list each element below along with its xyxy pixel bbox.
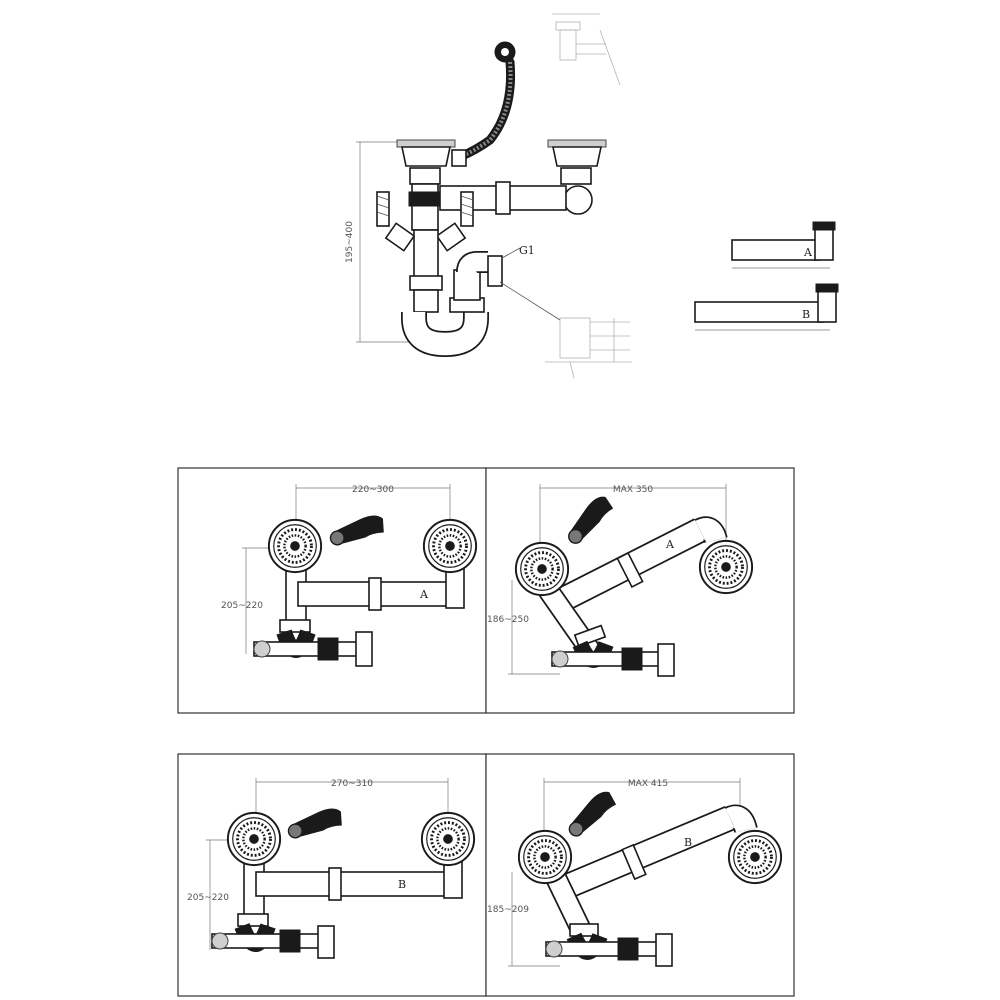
thread-size-label: G1 — [519, 244, 535, 257]
dim-height: 186~250 — [487, 615, 529, 625]
piece-tag: A — [419, 588, 429, 601]
piece-tag: B — [398, 878, 406, 891]
right-side-inlet — [435, 191, 474, 252]
overflow-hose — [457, 57, 516, 161]
pipe-option-b: B — [694, 283, 839, 331]
dim-height: 205~220 — [187, 893, 229, 903]
left-nut — [409, 167, 441, 185]
dim-width: MAX 350 — [613, 485, 653, 495]
panel-option-a-straight: 220~300 205~220 A — [177, 467, 487, 714]
right-nut — [560, 167, 592, 185]
dim-height: 205~220 — [221, 601, 263, 611]
outlet-connector — [487, 255, 503, 287]
dim-width: 270~310 — [331, 779, 373, 789]
detail-sketch-top — [552, 13, 621, 86]
piece-tag: B — [684, 836, 692, 849]
piece-a-tag: A — [803, 246, 813, 259]
piece-tag: A — [665, 538, 675, 551]
pipe-option-a: A — [731, 221, 836, 269]
height-dimension: 195~400 — [345, 221, 355, 263]
dim-width: MAX 415 — [628, 779, 668, 789]
panel-option-b-angled: MAX 415 185~209 B — [485, 753, 795, 997]
trunk-nut — [409, 275, 443, 291]
left-side-inlet — [376, 191, 416, 252]
panel-option-b-straight: 270~310 205~220 B — [177, 753, 487, 997]
panel-option-a-angled: MAX 350 186~250 A — [485, 467, 795, 714]
top-assembly: 195~400 — [345, 13, 632, 379]
right-sink-flange — [547, 139, 607, 148]
detail-sketch-bottom — [545, 317, 632, 379]
left-sink-flange — [396, 139, 456, 148]
dim-height: 185~209 — [487, 905, 529, 915]
piece-b-tag: B — [802, 308, 810, 321]
dim-width: 220~300 — [352, 485, 394, 495]
